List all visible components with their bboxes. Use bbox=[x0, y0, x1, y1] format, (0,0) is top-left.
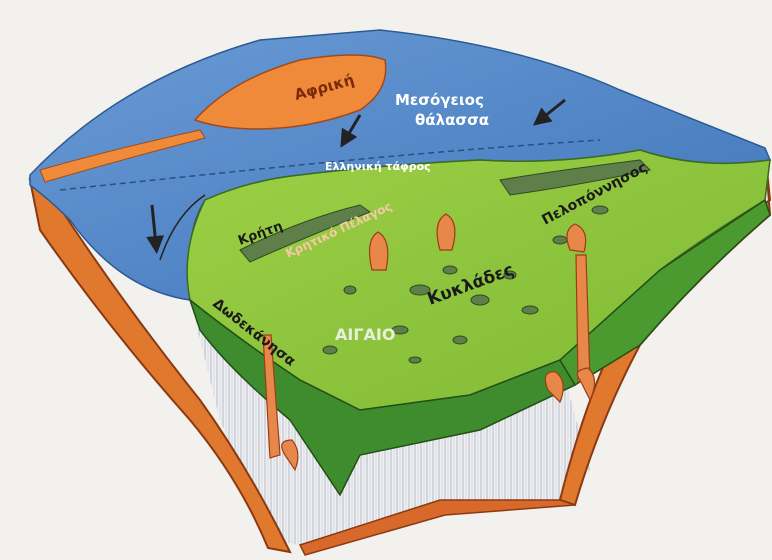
island bbox=[471, 295, 489, 305]
volcano-cyclades bbox=[437, 214, 455, 250]
island bbox=[592, 206, 608, 214]
label-aegean: ΑΙΓΑΙΟ bbox=[335, 325, 395, 344]
label-hellenic-trench: Ελληνική τάφρος bbox=[325, 160, 431, 173]
label-mediterranean-line1: Μεσόγειος bbox=[395, 91, 484, 109]
island bbox=[323, 346, 337, 354]
magma-blob bbox=[577, 368, 594, 400]
island bbox=[409, 357, 421, 363]
island bbox=[522, 306, 538, 314]
island bbox=[344, 286, 356, 294]
island bbox=[453, 336, 467, 344]
island bbox=[553, 236, 567, 244]
label-mediterranean-line2: θάλασσα bbox=[415, 111, 489, 129]
island bbox=[443, 266, 457, 274]
